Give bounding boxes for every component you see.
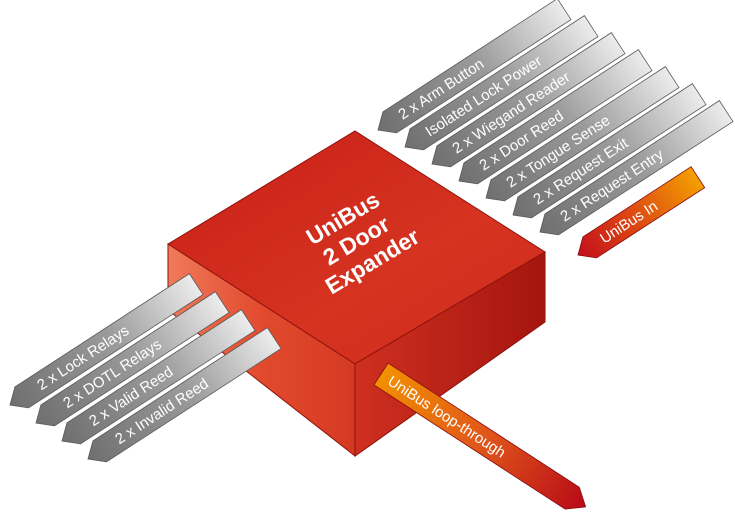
output-arrow-2-x-valid-reed-shape — [61, 309, 256, 445]
unibus-in-arrow-body-shape — [577, 166, 706, 259]
input-arrow-2-x-wiegand-reader-shape — [431, 32, 626, 168]
expander-box: UniBus 2 Door Expander — [167, 130, 546, 458]
unibus-loop-arrow: UniBus loop-through — [373, 362, 587, 510]
unibus-loop-arrow-body-shape — [373, 362, 587, 510]
input-arrow-2-x-tongue-sense-shape — [485, 66, 680, 202]
input-arrow-isolated-lock-power-shape — [404, 15, 599, 151]
output-arrow-2-x-dotl-relays-shape — [35, 291, 230, 427]
input-arrow-2-x-door-reed-shape — [458, 49, 653, 185]
unibus-loop-arrow-body: UniBus loop-through — [373, 362, 587, 510]
input-arrow-2-x-request-entry-shape — [539, 100, 734, 236]
output-arrow-2-x-lock-relays-shape — [9, 273, 204, 409]
input-arrow-2-x-arm-button-shape — [377, 0, 572, 134]
expander-box-side — [354, 251, 546, 457]
output-arrow-2-x-invalid-reed-shape — [87, 327, 282, 463]
input-arrow-2-x-request-exit-shape — [512, 83, 707, 219]
